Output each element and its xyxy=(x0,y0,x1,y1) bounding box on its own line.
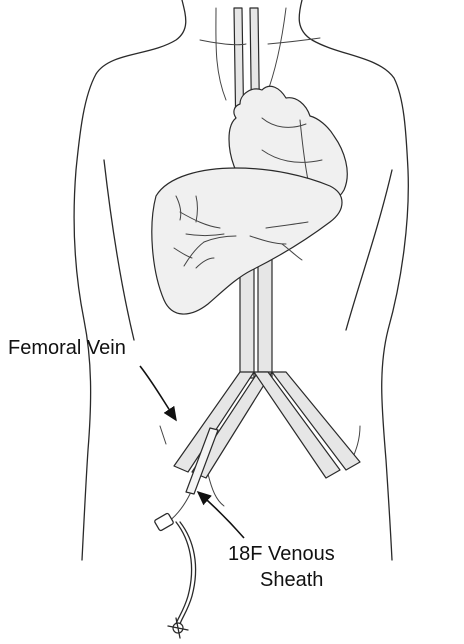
sheath-arrow xyxy=(198,492,244,538)
label-sheath-line1: 18F Venous xyxy=(228,543,335,565)
label-femoral-vein: Femoral Vein xyxy=(8,337,126,359)
femoral-vein-arrow xyxy=(140,366,176,420)
label-sheath-line2: Sheath xyxy=(260,569,323,591)
